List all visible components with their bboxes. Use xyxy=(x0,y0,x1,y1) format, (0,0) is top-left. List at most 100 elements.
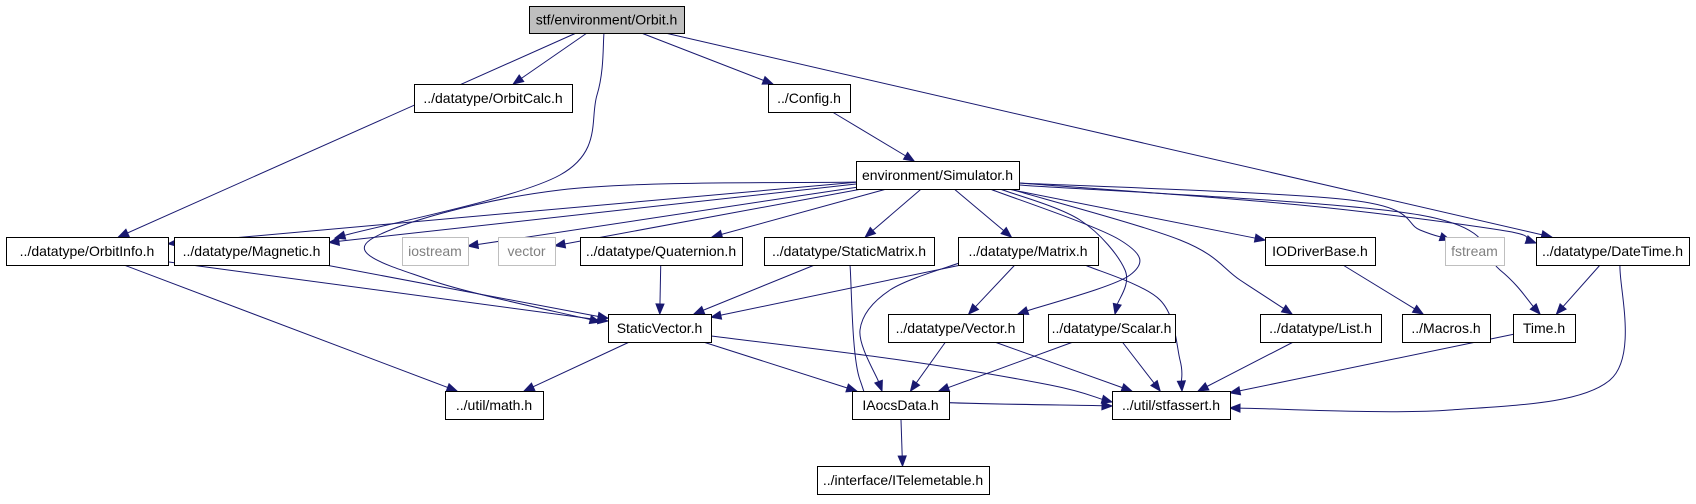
node-itelemetable[interactable]: ../interface/ITelemetable.h xyxy=(817,466,990,495)
edge-line xyxy=(1018,182,1528,241)
edge-matrix-to-iaocsdata xyxy=(859,261,963,393)
node-simulator[interactable]: environment/Simulator.h xyxy=(856,161,1020,190)
arrowhead-icon xyxy=(655,303,665,316)
edge-line xyxy=(710,335,1104,401)
node-box xyxy=(402,237,469,266)
node-box xyxy=(958,237,1099,266)
arrowhead-icon xyxy=(909,379,921,393)
node-box xyxy=(6,237,169,266)
edge-line xyxy=(719,264,962,316)
edge-line xyxy=(953,188,1005,232)
arrowhead-icon xyxy=(1120,383,1134,392)
arrowhead-icon xyxy=(512,74,525,85)
edges-layer xyxy=(117,32,1626,468)
node-vectorh[interactable]: ../datatype/Vector.h xyxy=(888,314,1024,343)
edge-iodriver-to-macros xyxy=(1342,264,1425,315)
node-box xyxy=(764,237,935,266)
arrowhead-icon xyxy=(967,303,980,315)
edge-line xyxy=(665,32,1544,236)
arrowhead-icon xyxy=(1524,234,1538,244)
edge-staticmatrix-to-staticvector xyxy=(692,264,815,315)
node-datetime[interactable]: ../datatype/DateTime.h xyxy=(1536,237,1690,266)
edge-scalar-to-iaocsdata xyxy=(937,341,1074,392)
node-fstream[interactable]: fstream xyxy=(1445,237,1505,266)
nodes-layer: stf/environment/Orbit.h ../datatype/Orbit… xyxy=(6,6,1690,495)
node-math[interactable]: ../util/math.h xyxy=(445,391,544,420)
arrowhead-icon xyxy=(1100,394,1114,404)
edge-line xyxy=(167,261,600,321)
node-label: StaticVector.h xyxy=(617,320,703,336)
node-time[interactable]: Time.h xyxy=(1513,314,1576,343)
node-iaocsdata[interactable]: IAocsData.h xyxy=(852,391,950,420)
arrowhead-icon xyxy=(709,310,723,320)
node-label: ../datatype/List.h xyxy=(1269,320,1372,336)
edge-line xyxy=(1018,182,1442,238)
edge-orbitinfo-to-math xyxy=(123,264,459,392)
edge-line xyxy=(532,341,630,388)
edge-line xyxy=(989,188,1141,312)
node-orbitcalc[interactable]: ../datatype/OrbitCalc.h xyxy=(414,84,573,113)
node-label: IAocsData.h xyxy=(862,397,938,413)
node-box xyxy=(888,314,1024,343)
node-config[interactable]: ../Config.h xyxy=(768,84,851,113)
arrowhead-icon xyxy=(1016,306,1030,316)
edge-line xyxy=(1121,341,1156,385)
arrowhead-icon xyxy=(1228,403,1241,413)
edge-orbitinfo-to-staticvector xyxy=(167,261,610,325)
edge-time-to-stfassert xyxy=(1228,333,1514,396)
edge-line xyxy=(720,188,887,236)
arrowhead-icon xyxy=(553,239,567,249)
edge-simulator-to-fstream xyxy=(1018,182,1452,242)
node-box xyxy=(174,237,330,266)
node-stfassert[interactable]: ../util/stfassert.h xyxy=(1112,391,1231,420)
node-label: ../datatype/Magnetic.h xyxy=(183,243,321,259)
arrowhead-icon xyxy=(1150,379,1162,393)
edge-simulator-to-magnetic xyxy=(327,183,857,246)
edge-line xyxy=(702,264,815,312)
node-orbitinfo[interactable]: ../datatype/OrbitInfo.h xyxy=(6,237,169,266)
node-box xyxy=(445,391,544,420)
node-quaternion[interactable]: ../datatype/Quaternion.h xyxy=(580,237,743,266)
edge-orbit-to-orbitcalc xyxy=(512,32,588,85)
node-label: vector xyxy=(507,243,545,259)
node-iostream[interactable]: iostream xyxy=(402,237,469,266)
node-list[interactable]: ../datatype/List.h xyxy=(1260,314,1382,343)
arrowhead-icon xyxy=(596,311,610,321)
edge-config-to-simulator xyxy=(832,111,916,162)
node-magnetic[interactable]: ../datatype/Magnetic.h xyxy=(174,237,330,266)
node-staticmatrix[interactable]: ../datatype/StaticMatrix.h xyxy=(764,237,935,266)
edge-matrix-to-vectorh xyxy=(967,264,1016,315)
edge-line xyxy=(1342,264,1416,310)
edge-line xyxy=(1562,264,1601,308)
arrowhead-icon xyxy=(864,226,877,238)
edge-simulator-to-scalar xyxy=(999,188,1128,316)
node-box xyxy=(768,84,851,113)
edge-line xyxy=(1238,264,1626,413)
arrowhead-icon xyxy=(937,382,951,392)
node-iodriver[interactable]: IODriverBase.h xyxy=(1265,237,1376,266)
node-vector[interactable]: vector xyxy=(498,237,556,266)
node-scalar[interactable]: ../datatype/Scalar.h xyxy=(1048,314,1176,343)
node-macros[interactable]: ../Macros.h xyxy=(1402,314,1491,343)
node-box xyxy=(498,237,556,266)
node-label: IODriverBase.h xyxy=(1272,243,1368,259)
arrowhead-icon xyxy=(522,382,536,392)
node-label: ../datatype/Scalar.h xyxy=(1052,320,1172,336)
node-box xyxy=(856,161,1020,190)
edge-line xyxy=(947,341,1074,389)
node-label: ../datatype/Vector.h xyxy=(896,320,1016,336)
edge-line xyxy=(176,181,857,244)
edge-simulator-to-vectorh xyxy=(989,188,1141,316)
node-staticvector[interactable]: StaticVector.h xyxy=(608,314,712,343)
node-box xyxy=(1445,237,1505,266)
edge-simulator-to-time xyxy=(1018,184,1541,315)
edge-line xyxy=(325,264,600,318)
node-label: ../datatype/StaticMatrix.h xyxy=(772,243,926,259)
edge-list-to-stfassert xyxy=(1196,341,1294,392)
node-box xyxy=(852,391,950,420)
arrowhead-icon xyxy=(1176,380,1187,393)
node-orbit[interactable]: stf/environment/Orbit.h xyxy=(529,6,685,34)
arrowhead-icon xyxy=(873,379,883,393)
edge-scalar-to-stfassert xyxy=(1121,341,1162,393)
node-matrix[interactable]: ../datatype/Matrix.h xyxy=(958,237,1099,266)
